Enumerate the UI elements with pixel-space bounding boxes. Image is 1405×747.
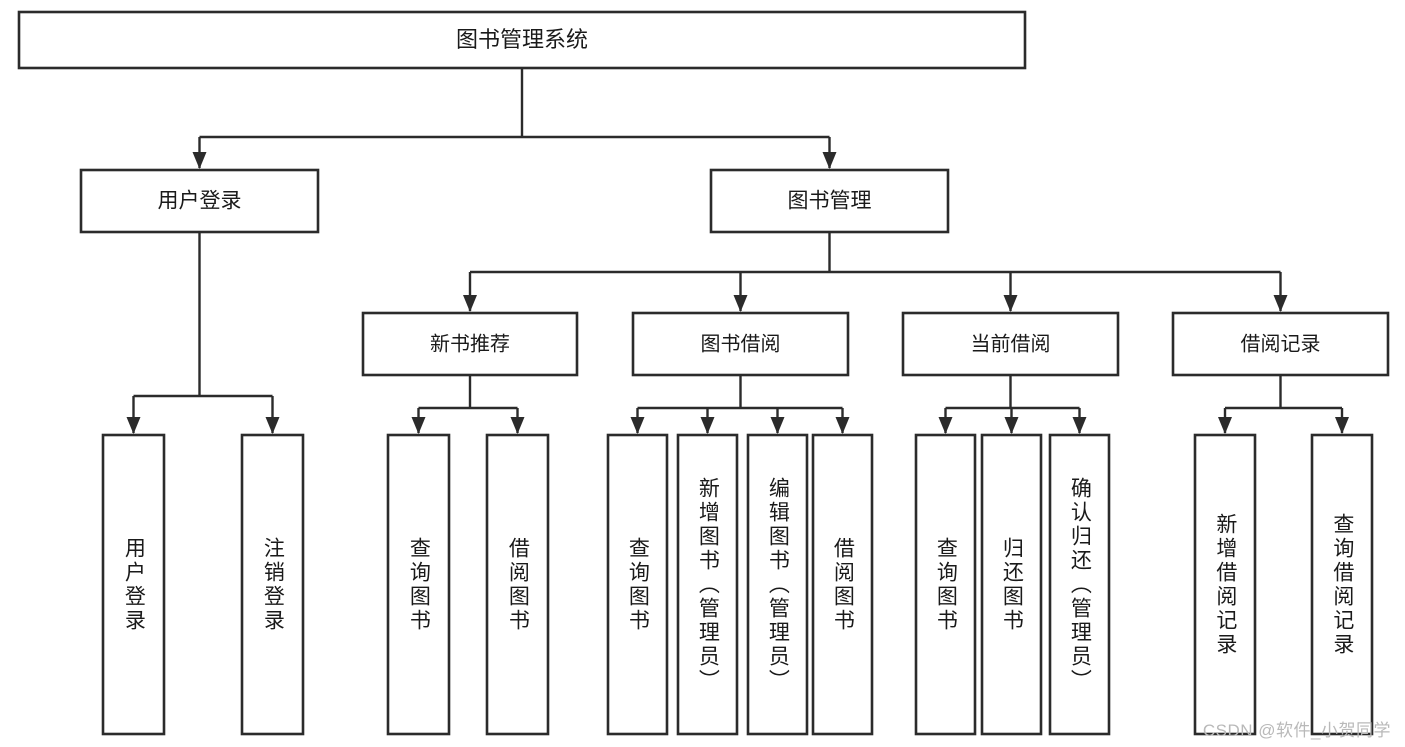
- node-new-book-rec-label: 新书推荐: [430, 332, 510, 355]
- node-leaf-user-login[interactable]: [101, 433, 166, 736]
- arrow-head-icon: [1003, 295, 1018, 312]
- node-borrow-record[interactable]: [1171, 311, 1390, 377]
- arrow-head-icon: [938, 417, 953, 434]
- arrow-head-icon: [700, 417, 715, 434]
- node-root[interactable]: [17, 10, 1027, 70]
- arrow-head-icon: [1004, 417, 1019, 434]
- arrow-head-icon: [463, 295, 477, 312]
- node-new-book-rec[interactable]: [361, 311, 579, 377]
- arrow-head-icon: [411, 417, 426, 434]
- node-leaf-add-book[interactable]: [676, 433, 739, 736]
- node-leaf-logout[interactable]: [240, 433, 305, 736]
- node-current-borrow[interactable]: [901, 311, 1120, 377]
- arrow-head-icon: [822, 152, 837, 169]
- node-leaf-edit-book[interactable]: [746, 433, 809, 736]
- node-leaf-return-book[interactable]: [980, 433, 1043, 736]
- arrow-head-icon: [1335, 417, 1349, 434]
- arrow-head-icon: [126, 417, 141, 434]
- node-user-login[interactable]: [79, 168, 320, 234]
- node-leaf-borrow-book-2[interactable]: [811, 433, 874, 736]
- node-leaf-query-book-2[interactable]: [606, 433, 669, 736]
- arrow-head-icon: [835, 417, 850, 434]
- arrow-head-icon: [770, 417, 785, 434]
- node-leaf-add-record[interactable]: [1193, 433, 1257, 736]
- node-book-manage[interactable]: [709, 168, 950, 234]
- arrow-head-icon: [733, 295, 748, 312]
- arrow-head-icon: [1273, 295, 1288, 312]
- arrow-head-icon: [510, 417, 525, 434]
- node-book-borrow-label: 图书借阅: [701, 332, 781, 355]
- node-borrow-record-label: 借阅记录: [1241, 332, 1321, 355]
- node-user-login-label: 用户登录: [158, 190, 242, 213]
- arrow-head-icon: [192, 152, 207, 169]
- arrow-head-icon: [630, 417, 645, 434]
- node-root-label: 图书管理系统: [456, 27, 588, 52]
- node-book-manage-label: 图书管理: [788, 190, 872, 213]
- connector-layer: [126, 68, 1349, 434]
- node-leaf-query-book-3[interactable]: [914, 433, 977, 736]
- arrow-head-icon: [1218, 417, 1232, 434]
- node-book-borrow[interactable]: [631, 311, 850, 377]
- node-leaf-borrow-book-1[interactable]: [485, 433, 550, 736]
- node-current-borrow-label: 当前借阅: [971, 332, 1051, 355]
- arrow-head-icon: [265, 417, 280, 434]
- node-leaf-confirm-return[interactable]: [1048, 433, 1111, 736]
- node-box-layer: [17, 10, 1390, 736]
- arrow-head-icon: [1072, 417, 1087, 434]
- node-leaf-query-record[interactable]: [1310, 433, 1374, 736]
- watermark: CSDN @软件_小贺同学: [1202, 721, 1391, 740]
- node-leaf-query-book-1[interactable]: [386, 433, 451, 736]
